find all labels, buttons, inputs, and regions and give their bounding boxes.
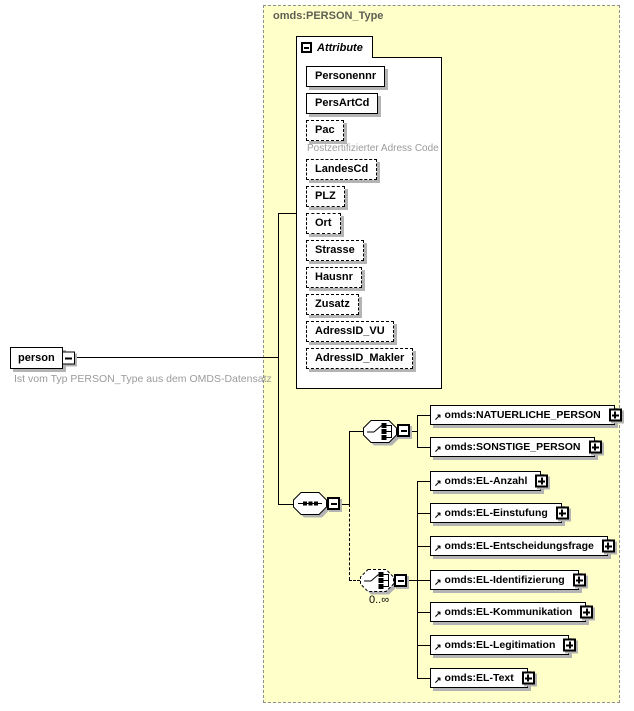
element-reference-icon: ↗ — [434, 609, 442, 619]
attribute-persartcd[interactable]: PersArtCd — [306, 93, 379, 114]
expand-plus-icon[interactable] — [521, 671, 535, 685]
element-sonstige-person[interactable]: ↗ omds:SONSTIGE_PERSON — [430, 437, 602, 457]
element-label: omds:EL-Identifizierung — [444, 574, 565, 586]
connector-choice1-rail — [417, 415, 418, 447]
choice-icon — [364, 572, 389, 589]
collapse-minus-icon[interactable] — [61, 351, 75, 365]
attribute-group-tab[interactable]: Attribute — [296, 36, 373, 58]
element-label: omds:EL-Legitimation — [444, 639, 556, 651]
connector-stub — [417, 546, 430, 547]
expand-plus-icon[interactable] — [555, 506, 569, 520]
sequence-compositor[interactable] — [293, 492, 330, 518]
connector-sequence-stub — [278, 504, 293, 505]
element-reference-icon: ↗ — [434, 675, 442, 685]
connector-attribute-stub — [278, 213, 296, 214]
expand-plus-icon[interactable] — [572, 573, 586, 587]
connector-stub — [417, 580, 430, 581]
connector-stub — [417, 415, 430, 416]
attribute-pac[interactable]: Pac — [306, 120, 344, 141]
connector-choice2-in-optional — [349, 580, 360, 581]
element-el-anzahl[interactable]: ↗ omds:EL-Anzahl — [430, 471, 549, 491]
connector-branch-down-optional — [349, 504, 350, 580]
root-element-label: person — [18, 352, 55, 364]
element-reference-icon: ↗ — [434, 642, 442, 652]
element-el-kommunikation[interactable]: ↗ omds:EL-Kommunikation — [430, 602, 594, 622]
collapse-minus-icon[interactable] — [397, 424, 410, 437]
expand-plus-icon[interactable] — [601, 539, 615, 553]
attribute-adressid-makler[interactable]: AdressID_Makler — [306, 348, 414, 369]
connector-stub — [417, 645, 430, 646]
complex-type-title: omds:PERSON_Type — [273, 10, 384, 22]
choice-compositor-optional[interactable] — [360, 569, 397, 595]
connector-person-trunk — [77, 357, 278, 358]
collapse-minus-icon[interactable] — [301, 42, 312, 53]
connector-sequence-out — [340, 504, 349, 505]
attribute-group-label: Attribute — [317, 41, 363, 54]
expand-plus-icon[interactable] — [535, 474, 549, 488]
element-label: omds:EL-Entscheidungsfrage — [444, 540, 594, 552]
sequence-icon — [298, 501, 322, 506]
choice-icon — [367, 423, 392, 440]
attribute-ort[interactable]: Ort — [306, 213, 341, 234]
collapse-minus-icon[interactable] — [394, 574, 407, 587]
element-reference-icon: ↗ — [434, 577, 442, 587]
element-el-identifizierung[interactable]: ↗ omds:EL-Identifizierung — [430, 570, 586, 590]
attribute-hausnr[interactable]: Hausnr — [306, 267, 362, 288]
element-label: omds:NATUERLICHE_PERSON — [444, 409, 601, 421]
element-label: omds:EL-Anzahl — [444, 475, 528, 487]
connector-stub — [417, 481, 430, 482]
element-label: omds:EL-Text — [444, 672, 514, 684]
attribute-personennr[interactable]: Personennr — [306, 66, 386, 87]
connector-choice1-out — [410, 431, 417, 432]
choice-compositor[interactable] — [363, 420, 400, 446]
root-element-person[interactable]: person — [10, 347, 75, 369]
expand-plus-icon[interactable] — [608, 408, 622, 422]
element-el-legitimation[interactable]: ↗ omds:EL-Legitimation — [430, 635, 577, 655]
element-reference-icon: ↗ — [434, 412, 442, 422]
root-element-annotation: Ist vom Typ PERSON_Type aus dem OMDS-Dat… — [14, 373, 272, 385]
connector-stub — [417, 447, 430, 448]
connector-trunk-vertical — [278, 213, 279, 504]
attribute-group-container: Personennr PersArtCd Pac Postzertifizier… — [296, 57, 442, 389]
attribute-landescd[interactable]: LandesCd — [306, 159, 378, 180]
expand-plus-icon[interactable] — [588, 440, 602, 454]
occurrence-label: 0..∞ — [369, 594, 390, 606]
connector-choice2-rail — [417, 481, 418, 678]
attribute-zusatz[interactable]: Zusatz — [306, 294, 359, 315]
connector-choice1-in — [349, 431, 363, 432]
attribute-adressid-vu[interactable]: AdressID_VU — [306, 321, 394, 342]
attribute-pac-annotation: Postzertifizierter Adress Code — [307, 143, 439, 154]
connector-branch-up — [349, 431, 350, 504]
collapse-minus-icon[interactable] — [327, 497, 340, 510]
element-label: omds:EL-Einstufung — [444, 507, 548, 519]
element-el-text[interactable]: ↗ omds:EL-Text — [430, 668, 535, 688]
element-label: omds:EL-Kommunikation — [444, 606, 573, 618]
element-el-entscheidungsfrage[interactable]: ↗ omds:EL-Entscheidungsfrage — [430, 536, 615, 556]
element-label: omds:SONSTIGE_PERSON — [444, 441, 581, 453]
connector-stub — [417, 678, 430, 679]
attribute-strasse[interactable]: Strasse — [306, 240, 364, 261]
expand-plus-icon[interactable] — [580, 605, 594, 619]
expand-plus-icon[interactable] — [563, 638, 577, 652]
element-reference-icon: ↗ — [434, 478, 442, 488]
connector-stub — [417, 612, 430, 613]
element-reference-icon: ↗ — [434, 510, 442, 520]
connector-stub — [417, 513, 430, 514]
element-reference-icon: ↗ — [434, 444, 442, 454]
attribute-plz[interactable]: PLZ — [306, 186, 345, 207]
connector-choice2-out — [407, 580, 417, 581]
element-natuerliche-person[interactable]: ↗ omds:NATUERLICHE_PERSON — [430, 405, 622, 425]
element-el-einstufung[interactable]: ↗ omds:EL-Einstufung — [430, 503, 569, 523]
element-reference-icon: ↗ — [434, 543, 442, 553]
